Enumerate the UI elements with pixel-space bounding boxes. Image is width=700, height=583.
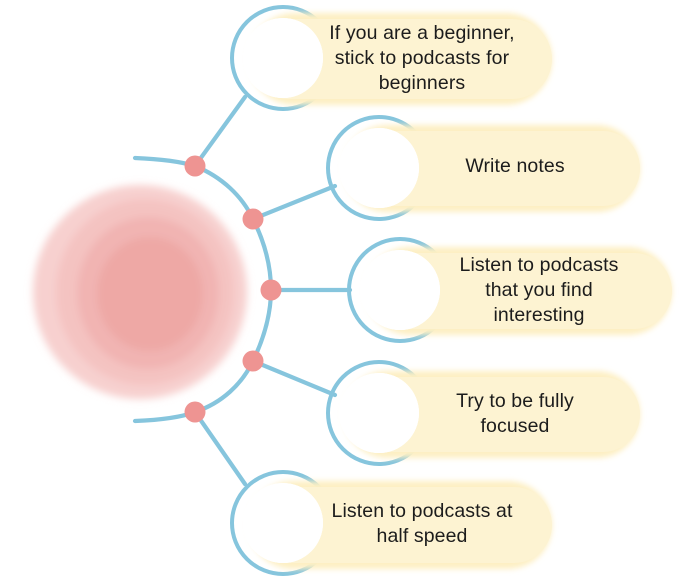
branch-node-1[interactable] bbox=[230, 5, 552, 111]
branch-4-pill bbox=[344, 377, 640, 452]
branch-3-inner-circle bbox=[360, 250, 440, 330]
junction-dot-4[interactable] bbox=[242, 350, 264, 372]
spoke-to-branch-5 bbox=[192, 409, 248, 487]
branch-3-pill-group bbox=[366, 247, 672, 335]
branch-1-pill bbox=[249, 19, 552, 99]
branch-1-pill-group bbox=[249, 13, 552, 105]
spoke-to-branch-1 bbox=[192, 94, 248, 169]
junction-dots bbox=[184, 155, 282, 423]
junction-dot-3[interactable] bbox=[260, 279, 282, 301]
junction-dot-2[interactable] bbox=[242, 208, 264, 230]
branch-3-pill bbox=[366, 253, 672, 329]
branch-4-pill-group bbox=[344, 371, 640, 458]
spoke-to-branch-2 bbox=[250, 183, 338, 222]
branch-2-pill bbox=[344, 131, 640, 206]
branch-4-inner-circle bbox=[339, 373, 419, 453]
arc-segment-3-4 bbox=[250, 287, 274, 364]
branch-5-inner-circle bbox=[243, 483, 323, 563]
branch-node-2[interactable] bbox=[326, 115, 640, 221]
connector-spokes bbox=[192, 94, 353, 487]
junction-dot-1[interactable] bbox=[184, 155, 206, 177]
branch-5-pill bbox=[249, 487, 552, 563]
branch-2-pill-group bbox=[344, 125, 640, 212]
arc-segment-2-3 bbox=[250, 216, 274, 293]
branch-5-pill-group bbox=[249, 481, 552, 569]
branch-node-5[interactable] bbox=[230, 470, 552, 576]
junction-dot-5[interactable] bbox=[184, 401, 206, 423]
branch-2-inner-circle bbox=[339, 128, 419, 208]
spoke-to-branch-4 bbox=[250, 358, 338, 398]
central-blob bbox=[33, 185, 247, 399]
branch-node-4[interactable] bbox=[326, 360, 640, 466]
branch-node-3[interactable] bbox=[347, 237, 672, 343]
branch-1-inner-circle bbox=[243, 18, 323, 98]
